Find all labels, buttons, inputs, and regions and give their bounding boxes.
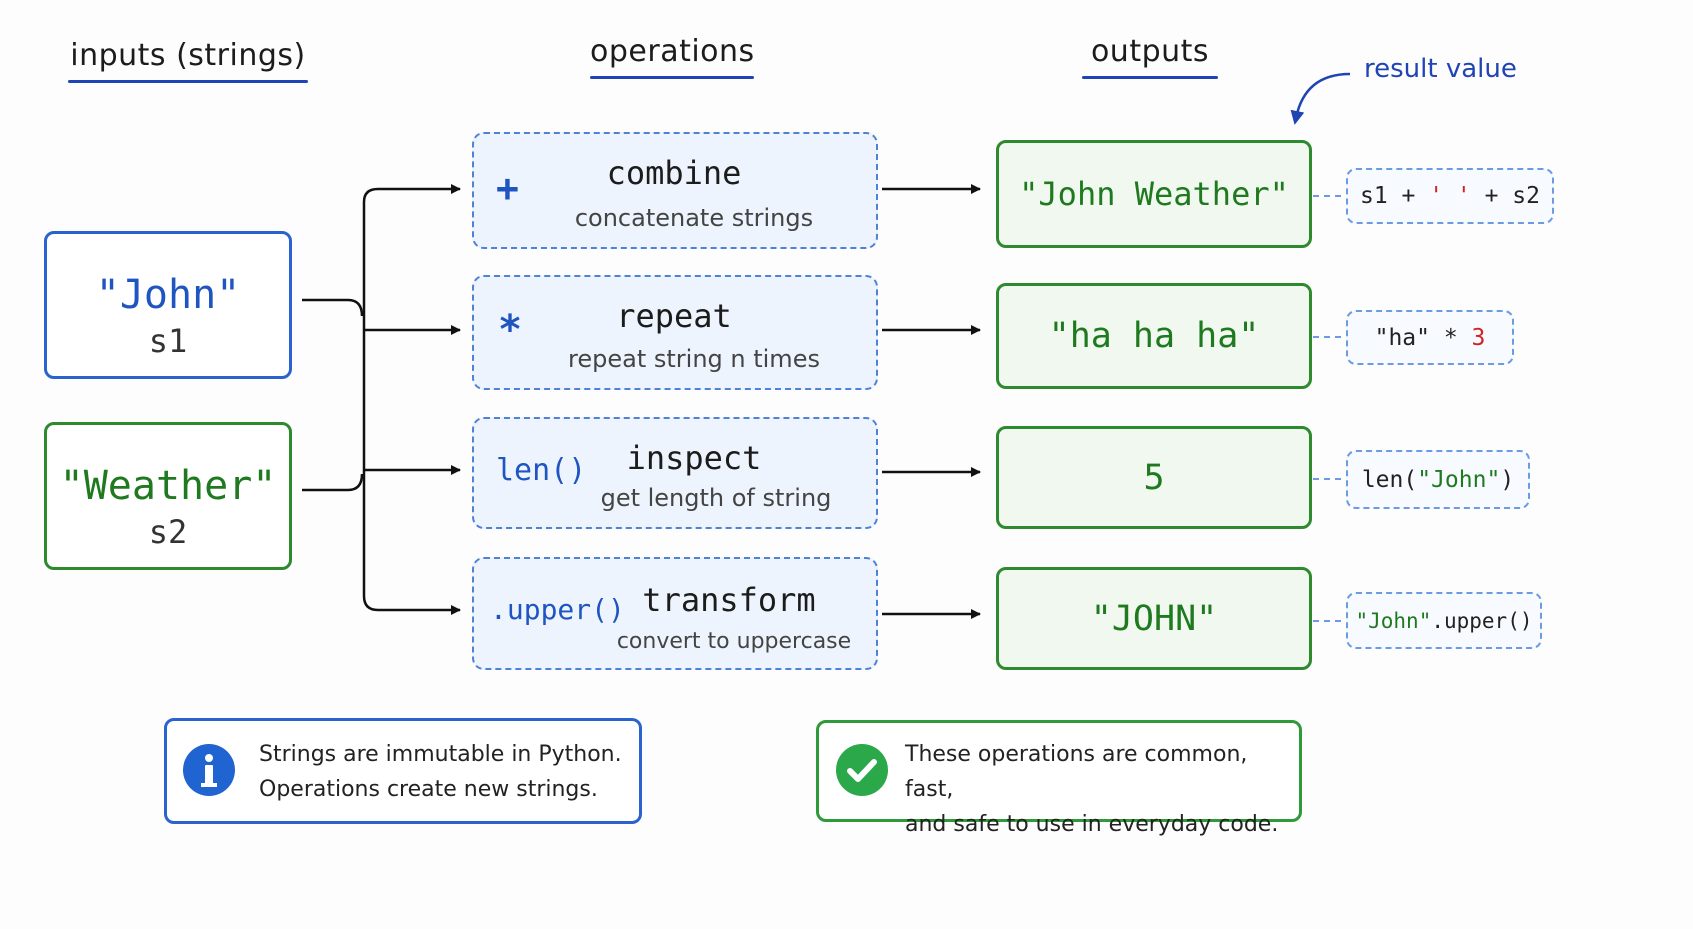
op-transform-name: transform (642, 581, 816, 619)
s1-connector (302, 298, 364, 317)
input-s1-var: s1 (148, 322, 188, 360)
op-combine-name: combine (606, 154, 742, 192)
output-transform: "JOHN" (996, 567, 1312, 670)
header-inputs: inputs (strings) (68, 38, 308, 83)
plus-icon: + (496, 166, 519, 210)
header-operations-underline (590, 76, 754, 79)
input-s1-value: "John" (95, 272, 241, 318)
output-combine-value: "John Weather" (1019, 175, 1289, 213)
note-info-line1: Strings are immutable in Python. (259, 742, 622, 767)
op-inspect: len() inspect get length of string (472, 417, 878, 529)
s2-connector (302, 473, 364, 492)
op-combine-desc: concatenate strings (574, 204, 814, 232)
output-inspect: 5 (996, 426, 1312, 529)
input-s1: "John" s1 (44, 231, 292, 379)
input-s2-value: "Weather" (59, 463, 277, 509)
op-repeat: * repeat repeat string n times (472, 275, 878, 390)
info-icon (183, 744, 235, 796)
header-inputs-underline (68, 80, 308, 83)
output-transform-value: "JOHN" (1090, 598, 1218, 639)
code-inspect: len("John") (1346, 450, 1530, 509)
output-repeat-value: "ha ha ha" (1048, 316, 1260, 356)
note-check-line2: and safe to use in everyday code. (905, 812, 1279, 837)
code-combine: s1 + ' ' + s2 (1346, 168, 1554, 224)
output-repeat: "ha ha ha" (996, 283, 1312, 389)
op-transform-desc: convert to uppercase (616, 629, 852, 654)
header-operations: operations (590, 34, 754, 79)
result-value-annotation: result value (1364, 54, 1517, 84)
result-value-arrow (1290, 72, 1351, 125)
op-transform-symbol: .upper() (490, 593, 625, 626)
op-transform: .upper() transform convert to uppercase (472, 557, 878, 670)
op-repeat-name: repeat (616, 297, 732, 335)
note-check: These operations are common, fast, and s… (816, 720, 1302, 837)
code-repeat: "ha" * 3 (1346, 310, 1514, 365)
output-inspect-value: 5 (1143, 457, 1165, 498)
branch-transform (362, 595, 461, 615)
check-circle-icon (836, 744, 888, 796)
asterisk-icon: * (498, 307, 523, 353)
output-combine: "John Weather" (996, 140, 1312, 248)
code-transform: "John".upper() (1346, 592, 1542, 649)
note-info-line2: Operations create new strings. (259, 777, 598, 802)
trunk-line (362, 184, 461, 203)
op-combine: + combine concatenate strings (472, 132, 878, 249)
op-inspect-desc: get length of string (600, 484, 832, 512)
input-s2-var: s2 (148, 513, 188, 551)
input-s2: "Weather" s2 (44, 422, 292, 570)
header-outputs: outputs (1082, 34, 1218, 79)
note-info: Strings are immutable in Python. Operati… (164, 718, 642, 824)
op-inspect-name: inspect (626, 439, 762, 477)
note-check-line1: These operations are common, fast, (905, 742, 1248, 802)
op-inspect-symbol: len() (496, 453, 587, 488)
header-outputs-underline (1082, 76, 1218, 79)
op-repeat-desc: repeat string n times (568, 345, 820, 373)
